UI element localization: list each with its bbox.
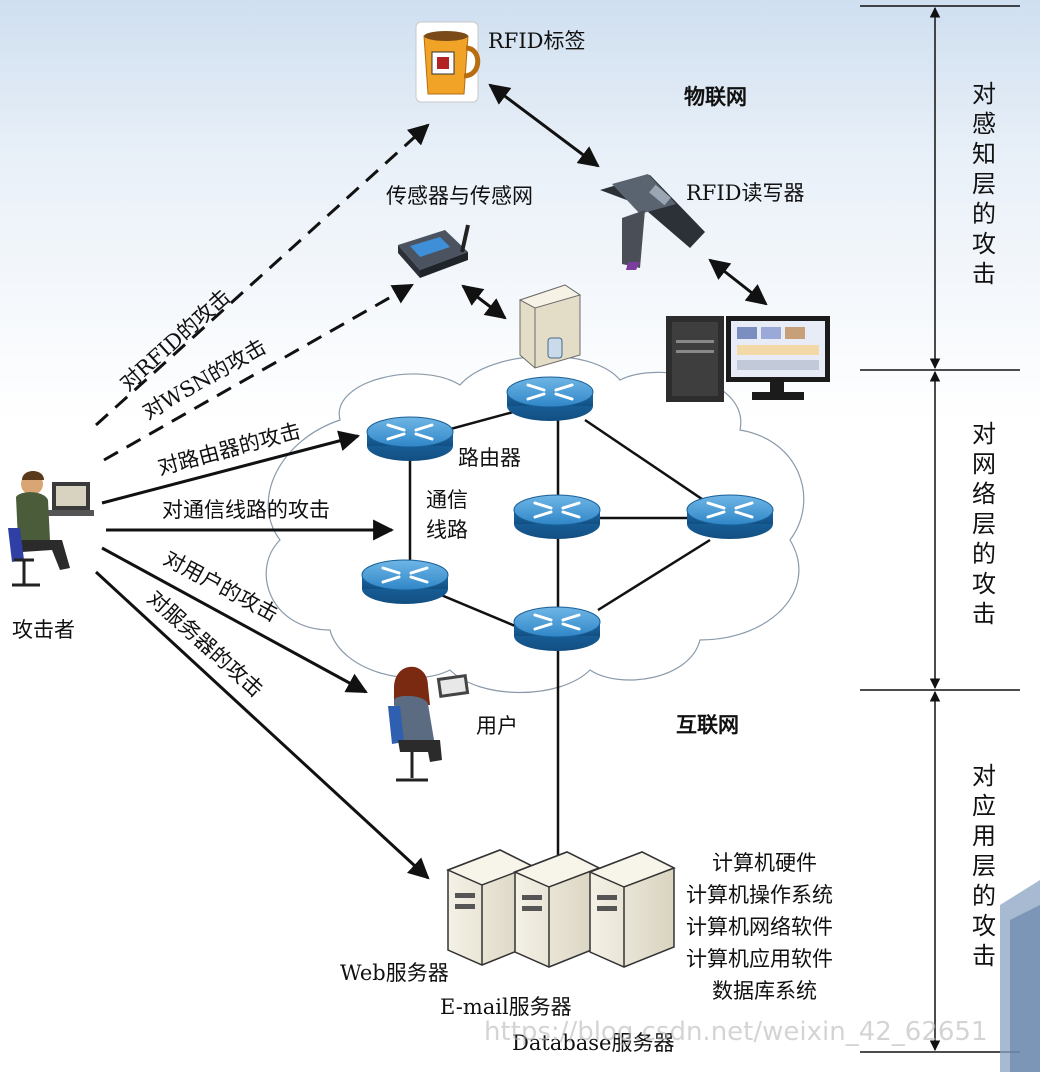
arrow-attack-rfid <box>94 123 430 427</box>
attack-arrows <box>94 123 430 880</box>
layer-char: 攻 <box>972 912 996 940</box>
router-left <box>365 415 455 463</box>
router-bottom <box>512 605 602 653</box>
layer-char: 的 <box>972 200 996 228</box>
comm-line-label-2: 线路 <box>426 518 468 542</box>
sensor-server-icon <box>518 284 582 369</box>
rfid-reader-icon <box>600 174 705 270</box>
app-item: 计算机网络软件 <box>686 915 833 939</box>
layer-char: 击 <box>972 260 996 288</box>
user-label: 用户 <box>476 714 518 738</box>
layer-char: 层 <box>972 510 996 538</box>
layer-char: 层 <box>972 852 996 880</box>
app-item: 计算机操作系统 <box>686 883 833 907</box>
layer-char: 对 <box>972 762 996 790</box>
app-item: 数据库系统 <box>712 979 817 1003</box>
email-server-icon <box>513 851 601 968</box>
layer-char: 对 <box>972 420 996 448</box>
arrow-attack-wsn <box>103 283 414 462</box>
layer-char: 网 <box>972 450 996 478</box>
attack-line-label: 对通信线路的攻击 <box>162 498 330 522</box>
layer-char: 攻 <box>972 570 996 598</box>
app-item: 计算机应用软件 <box>686 947 833 971</box>
internet-label: 互联网 <box>676 712 739 737</box>
app-item: 计算机硬件 <box>712 851 817 875</box>
database-server-label: Database服务器 <box>512 1031 674 1055</box>
router-right <box>685 493 775 541</box>
arrow-attack-server <box>94 570 430 880</box>
desktop-computer-icon <box>666 316 830 402</box>
layer-char: 知 <box>972 140 996 168</box>
arrow-attack-user <box>101 546 368 694</box>
watermark-text: https://blog.csdn.net/weixin_42_62651 <box>484 1017 987 1047</box>
sensor-network-label: 传感器与传感网 <box>386 184 533 208</box>
router-center <box>512 493 602 541</box>
layer-char: 感 <box>972 110 996 138</box>
layer-char: 攻 <box>972 230 996 258</box>
layer-char: 络 <box>972 480 996 508</box>
router-bottom-left <box>360 558 450 606</box>
iot-label: 物联网 <box>684 84 747 109</box>
attacker-icon <box>8 471 94 587</box>
layer-application-label: 对 应 用 层 的 攻 击 <box>972 762 996 970</box>
attacker-label: 攻击者 <box>12 618 75 642</box>
arrow-attack-router <box>101 430 361 505</box>
database-server-icon <box>588 851 676 968</box>
device-links <box>461 83 768 320</box>
layer-char: 击 <box>972 942 996 970</box>
layer-network-label: 对 网 络 层 的 攻 击 <box>972 420 996 628</box>
web-server-icon <box>446 849 534 966</box>
layer-brackets <box>860 5 1020 1053</box>
layer-char: 层 <box>972 170 996 198</box>
layer-char: 击 <box>972 600 996 628</box>
web-server-label: Web服务器 <box>340 961 449 985</box>
layer-char: 的 <box>972 540 996 568</box>
application-list: 计算机硬件 计算机操作系统 计算机网络软件 计算机应用软件 数据库系统 <box>686 851 833 1003</box>
sensor-device-icon <box>398 224 470 278</box>
layer-char: 的 <box>972 882 996 910</box>
router-label: 路由器 <box>458 446 521 470</box>
layer-char: 应 <box>972 792 996 820</box>
rfid-tag-icon <box>415 21 481 103</box>
corner-building-decoration <box>1000 880 1040 1072</box>
rfid-tag-label: RFID标签 <box>488 29 586 53</box>
layer-char: 用 <box>972 822 996 850</box>
router-top <box>505 375 595 423</box>
rfid-reader-label: RFID读写器 <box>686 181 805 205</box>
layer-char: 对 <box>972 80 996 108</box>
layer-perception-label: 对 感 知 层 的 攻 击 <box>972 80 996 288</box>
user-icon <box>388 666 470 782</box>
email-server-label: E-mail服务器 <box>440 995 572 1019</box>
comm-line-label-1: 通信 <box>426 488 468 512</box>
